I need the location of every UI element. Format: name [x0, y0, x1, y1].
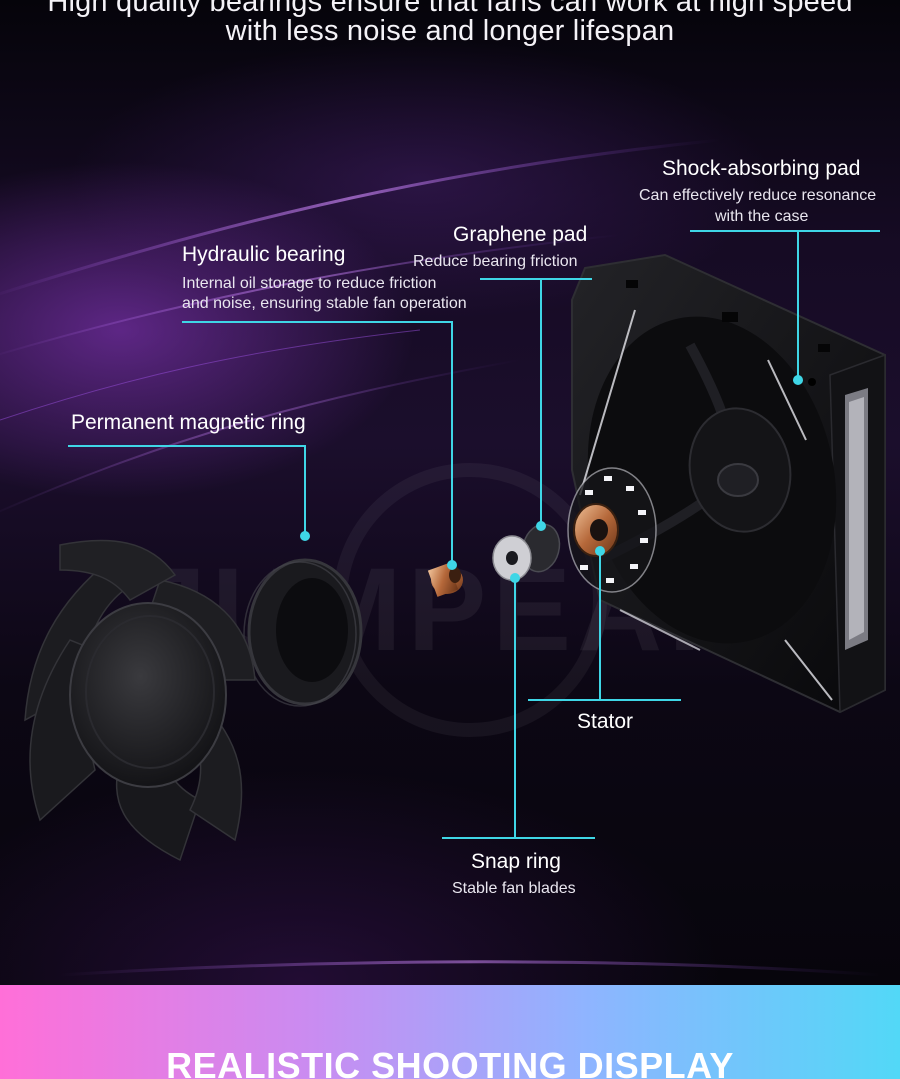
- stator-title: Stator: [577, 710, 633, 734]
- light-streak: [0, 360, 520, 520]
- graphene-pad-desc: Reduce bearing friction: [413, 253, 578, 271]
- exploded-fan-illustration: JUMPEAK: [0, 0, 900, 985]
- leader-line-hydraulic: [182, 322, 452, 565]
- leader-dot-graphene: [536, 521, 546, 531]
- graphene-pad-title: Graphene pad: [453, 223, 587, 247]
- snap-ring-part: [493, 536, 531, 580]
- leader-dot-hydraulic: [447, 560, 457, 570]
- stator-part: [568, 468, 656, 592]
- leader-dot-shock-pad: [793, 375, 803, 385]
- banner-title: REALISTIC SHOOTING DISPLAY: [0, 1045, 900, 1079]
- product-exploded-view: JUMPEAK: [0, 0, 900, 985]
- leader-line-magnet: [68, 446, 305, 536]
- light-streak: [0, 330, 420, 420]
- light-streak: [60, 962, 880, 975]
- snap-ring-title: Snap ring: [471, 850, 561, 874]
- leader-dot-magnet: [300, 531, 310, 541]
- leader-dot-snap: [510, 573, 520, 583]
- magnetic-ring-part: [244, 560, 361, 706]
- shock-pad-title: Shock-absorbing pad: [662, 157, 860, 181]
- hydraulic-bearing-title: Hydraulic bearing: [182, 243, 345, 267]
- shock-pad-desc-1: Can effectively reduce resonance: [639, 187, 876, 205]
- shock-pad-desc-2: with the case: [715, 208, 808, 226]
- snap-ring-desc: Stable fan blades: [452, 880, 576, 898]
- magnetic-ring-title: Permanent magnetic ring: [71, 411, 306, 435]
- hydraulic-bearing-desc-2: and noise, ensuring stable fan operation: [182, 295, 467, 313]
- hydraulic-bearing-desc-1: Internal oil storage to reduce friction: [182, 275, 436, 293]
- header-line-2: with less noise and longer lifespan: [0, 15, 900, 48]
- banner: REALISTIC SHOOTING DISPLAY: [0, 985, 900, 1079]
- leader-dot-stator: [595, 546, 605, 556]
